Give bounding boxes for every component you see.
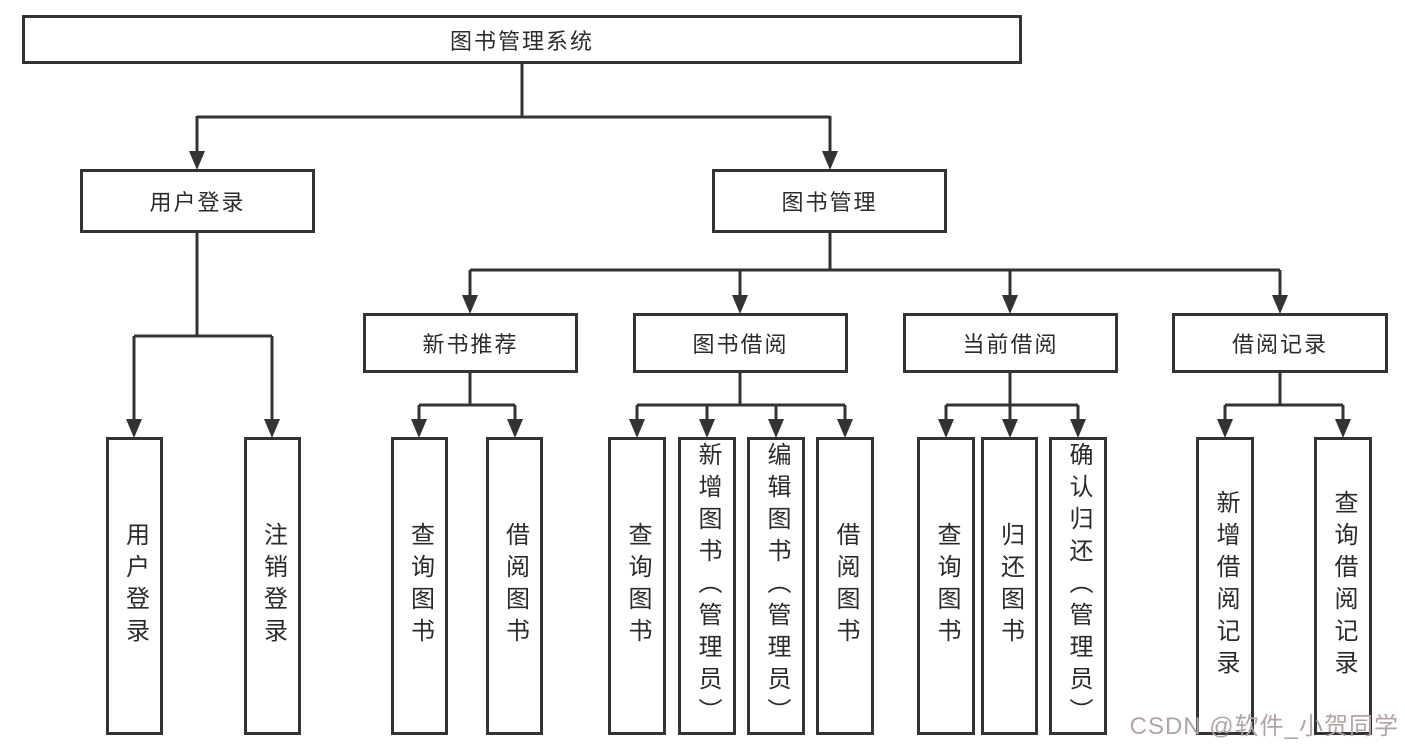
leaf-bb-add-book-admin: 新增图书（管理员） — [678, 437, 736, 735]
node-current-borrow: 当前借阅 — [903, 313, 1118, 373]
leaf-nb-borrow-book: 借阅图书 — [486, 437, 543, 735]
node-root: 图书管理系统 — [22, 15, 1022, 64]
node-user-login: 用户登录 — [80, 169, 315, 233]
leaf-bb-borrow-book: 借阅图书 — [816, 437, 874, 735]
node-book-borrow: 图书借阅 — [633, 313, 848, 373]
node-new-book-recommend: 新书推荐 — [363, 313, 578, 373]
leaf-logout: 注销登录 — [244, 437, 301, 735]
leaf-br-add-record: 新增借阅记录 — [1196, 437, 1254, 735]
leaf-bb-edit-book-admin: 编辑图书（管理员） — [747, 437, 805, 735]
leaf-user-login: 用户登录 — [106, 437, 163, 735]
leaf-cb-return-book: 归还图书 — [981, 437, 1038, 735]
leaf-bb-query-book: 查询图书 — [608, 437, 666, 735]
node-book-management: 图书管理 — [712, 169, 947, 233]
leaf-nb-query-book: 查询图书 — [391, 437, 448, 735]
leaf-br-query-record: 查询借阅记录 — [1314, 437, 1372, 735]
node-borrow-records: 借阅记录 — [1172, 313, 1388, 373]
leaf-cb-query-book: 查询图书 — [917, 437, 975, 735]
leaf-cb-confirm-return-admin: 确认归还（管理员） — [1049, 437, 1107, 735]
